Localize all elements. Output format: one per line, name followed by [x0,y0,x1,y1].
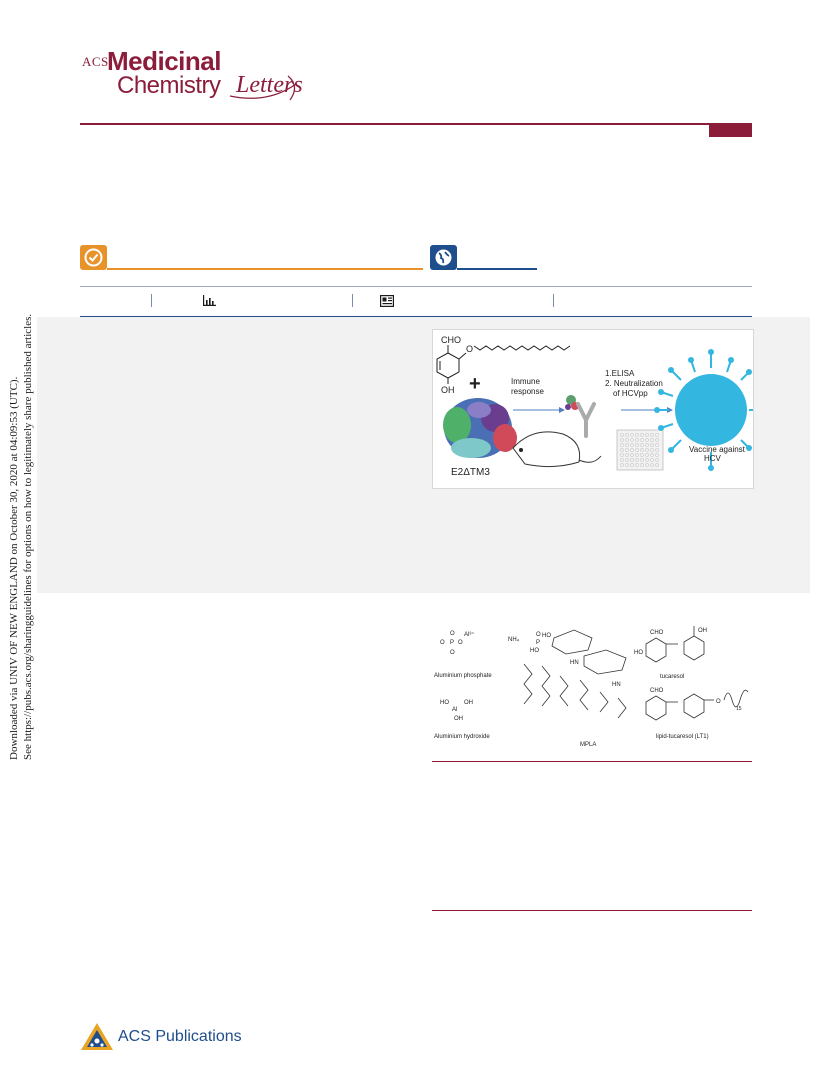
svg-text:O: O [716,699,721,705]
tucaresol-cho: CHO [650,630,664,636]
download-notice-line1: Downloaded via UNIV OF NEW ENGLAND on Oc… [8,376,20,760]
globe-icon [435,249,452,266]
metrics-separator [151,294,152,307]
header-tab [709,124,752,137]
toc-plus: + [469,373,481,395]
toc-immune-line2: response [511,387,544,396]
elisa-plate [616,429,664,471]
toc-graphic-art: CHO O OH + E2ΔTM3 Immune response 1.E [436,335,753,478]
figure-1: O P O O O Al³⁺ Aluminium phosphate HO Al… [432,616,752,756]
checkmark-icon [84,248,103,267]
toc-immune-line1: Immune [511,377,540,386]
lt1-label: lipid-tucaresol (LT1) [656,734,709,740]
toc-step1: 1.ELISA [605,369,635,378]
figure-1-art: O P O O O Al³⁺ Aluminium phosphate HO Al… [434,626,749,748]
toc-step2-line2: of HCVpp [613,389,648,398]
badge-rule-orange [107,268,423,270]
toc-cho-label: CHO [441,335,461,345]
figure-caption-rule-bottom [432,910,752,911]
svg-text:O: O [536,632,541,638]
toc-protein-label: E2ΔTM3 [451,467,490,478]
toc-oh-label: OH [441,385,455,395]
journal-logo-acs: ACS [82,54,109,69]
virus-particle [654,349,753,471]
journal-logo-letters: Letters [236,72,303,98]
svg-text:O: O [450,631,455,637]
lt1-subscript: 15 [736,706,742,712]
lt1-cho: CHO [650,688,664,694]
svg-text:O: O [458,640,463,646]
globe-badge[interactable] [430,245,457,270]
toc-o-label: O [466,344,473,354]
metrics-separator [352,294,353,307]
tucaresol-ho: HO [634,650,643,656]
svg-text:O: O [440,640,445,646]
al-hydroxide-oh1: OH [464,700,473,706]
svg-text:P: P [450,640,454,646]
journal-logo-chemistry: Chemistry [117,72,221,99]
metrics-bar-top [80,286,752,287]
al-label: Al [452,707,457,713]
bar-chart-icon[interactable] [203,295,216,306]
mpla-ho: HO [542,633,551,639]
badge-rule-blue [457,268,537,270]
checkmark-badge[interactable] [80,245,107,270]
al-hydroxide-ho: HO [440,700,449,706]
toc-vaccine-line2: HCV [704,454,722,463]
mouse-outline [512,431,581,468]
svg-text:P: P [536,640,540,646]
mpla-hn1: HN [570,660,579,666]
tucaresol-label: tucaresol [660,674,684,680]
nh4-label: NH₄ [508,637,520,643]
al-hydroxide-label: Aluminium hydroxide [434,734,490,740]
toc-graphic: CHO O OH + E2ΔTM3 Immune response 1.E [432,329,754,489]
svg-text:O: O [450,650,455,656]
toc-vaccine-line1: Vaccine against [689,445,746,454]
acs-publications-logo-icon[interactable] [80,1022,114,1052]
article-icon[interactable] [380,295,394,307]
metrics-bar-bottom [80,316,752,317]
toc-step2-line1: 2. Neutralization [605,379,663,388]
download-notice-line2[interactable]: See https://pubs.acs.org/sharingguidelin… [22,313,34,760]
antibody-shape [576,402,596,438]
header-rule [80,123,752,125]
mpla-label: MPLA [580,742,596,748]
logo-swoosh [229,75,297,101]
al3-label: Al³⁺ [464,631,475,638]
svg-text:OH: OH [698,628,707,634]
figure-caption-rule-top [432,761,752,762]
journal-logo-medicinal: Medicinal [107,46,221,76]
svg-text:HO: HO [530,648,539,654]
al-phosphate-label: Aluminium phosphate [434,673,492,679]
metrics-separator [553,294,554,307]
acs-publications-label[interactable]: ACS Publications [118,1028,242,1045]
mpla-hn2: HN [612,682,621,688]
al-hydroxide-oh2: OH [454,716,463,722]
